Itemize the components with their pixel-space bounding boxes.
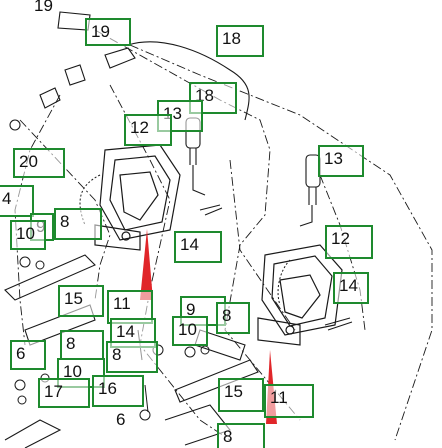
part-label-8-lower: 8 [106, 341, 158, 373]
part-label-12-right: 12 [325, 225, 373, 259]
part-label-18-top: 18 [216, 25, 264, 57]
part-label-12-left: 12 [124, 114, 172, 146]
part-label-14-right: 14 [333, 272, 369, 304]
part-label-18: 18 [189, 82, 237, 114]
part-label-17: 17 [38, 378, 90, 408]
part-label-6-left: 6 [10, 340, 46, 370]
part-label-14-upper: 14 [174, 231, 222, 263]
part-label-4: 4 [0, 185, 34, 217]
left-lamp-housing [94, 144, 181, 251]
part-label-20: 20 [13, 148, 65, 178]
part-label-8-right: 8 [216, 302, 250, 334]
part-label-16: 16 [92, 375, 144, 407]
part-label-8-left: 8 [54, 208, 102, 240]
part-label-6-bottom: 6 [116, 410, 126, 429]
part-label-13-right: 13 [318, 145, 364, 177]
part-label-19: 19 [85, 18, 131, 46]
right-lamp-housing [257, 244, 343, 346]
part-label-10-left: 10 [10, 220, 46, 250]
part-label-19-top: 19 [34, 0, 53, 15]
part-label-8-bottom: 8 [217, 423, 265, 448]
part-label-11-right: 11 [264, 384, 314, 418]
arrow-left [140, 229, 153, 300]
part-label-15-left: 15 [58, 285, 104, 317]
bulb-right [299, 154, 321, 227]
part-label-10-right: 10 [172, 316, 208, 346]
wire-right [277, 259, 291, 306]
part-label-15-right: 15 [218, 378, 264, 412]
part-label-8-mid: 8 [60, 330, 104, 360]
